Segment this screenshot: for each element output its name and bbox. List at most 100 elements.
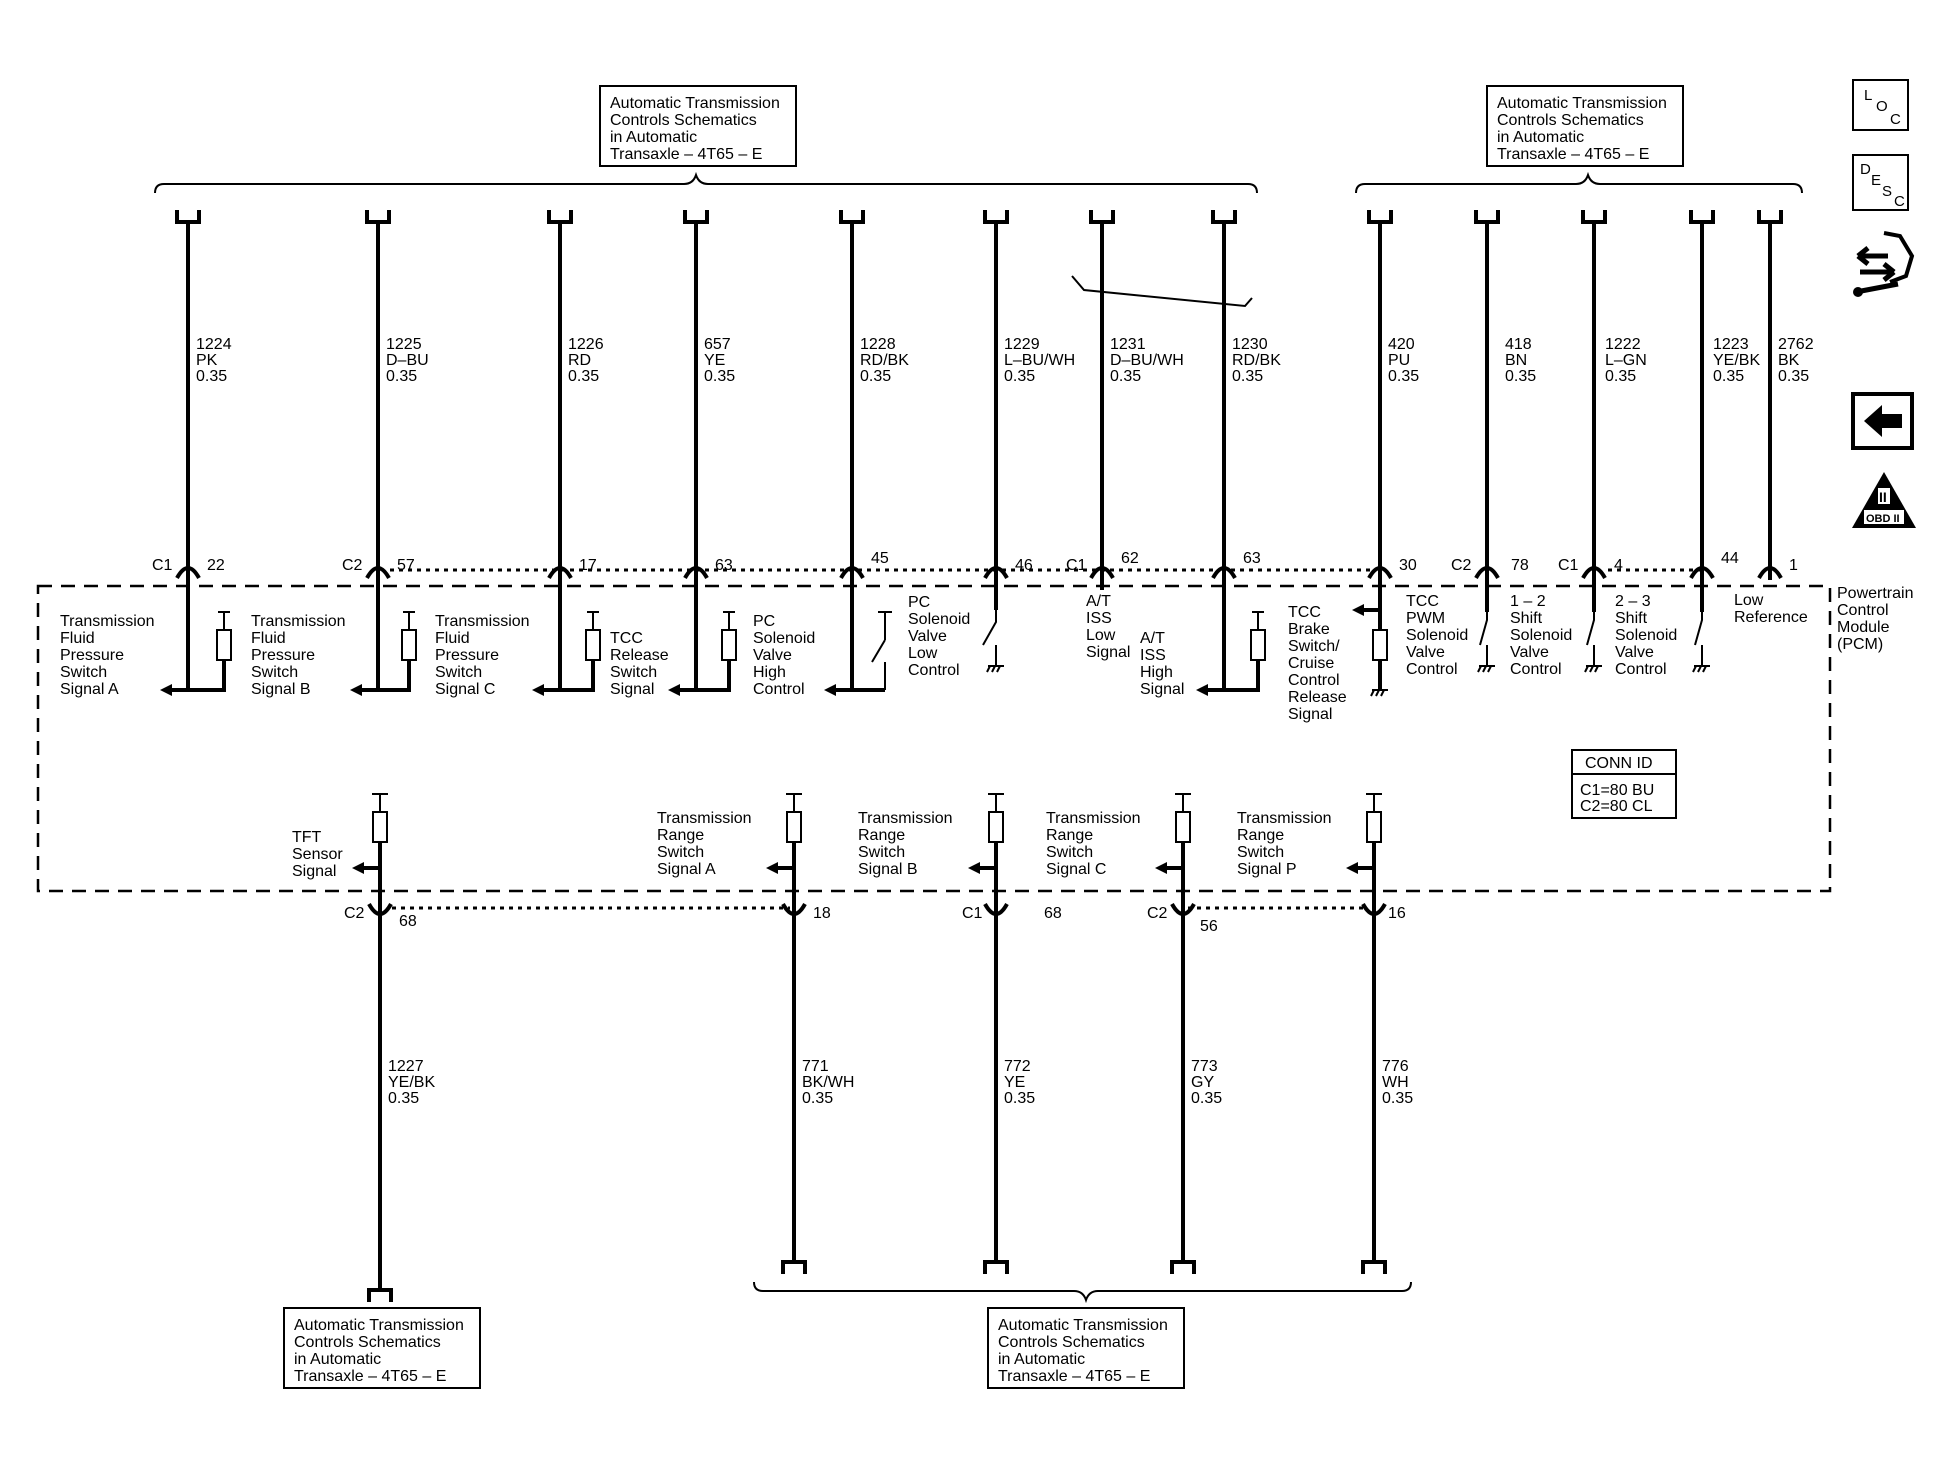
signal-label: Pressure	[251, 647, 315, 664]
wire-color: PK	[196, 352, 218, 369]
signal-label: Range	[1237, 827, 1284, 844]
wire-gauge: 0.35	[1505, 368, 1536, 385]
signal-label: Low	[1734, 592, 1764, 609]
loc-icon[interactable]: L O C	[1852, 79, 1909, 131]
signal-label: Signal	[1086, 644, 1130, 661]
signal-label: Solenoid	[908, 611, 970, 628]
circuit-number: 1226	[568, 336, 604, 353]
signal-label: PWM	[1406, 610, 1445, 627]
signal-label: Switch	[435, 664, 482, 681]
wire-color: L–GN	[1605, 352, 1647, 369]
top-wire[interactable]: 418 BN 0.35 C2 78 TCC PWM Solenoid Valve…	[1406, 210, 1536, 678]
signal-label: High	[1140, 664, 1173, 681]
conn-id-c2: C2=80 CL	[1580, 798, 1653, 815]
obd-ii-icon[interactable]: II OBD II	[1852, 472, 1916, 528]
reference-box-top-right[interactable]: Automatic Transmission Controls Schemati…	[1486, 85, 1684, 167]
top-wire[interactable]: 1230 RD/BK 0.35 63 A/T ISS High Signal	[1140, 210, 1281, 698]
top-wire[interactable]: 1224 PK 0.35 C1 22 Transmission Fluid Pr…	[60, 210, 232, 698]
pin-number: 46	[1015, 557, 1033, 574]
back-arrow-icon[interactable]	[1851, 392, 1914, 450]
signal-label: TCC	[1288, 604, 1321, 621]
signal-label: Solenoid	[753, 630, 815, 647]
pin-number: 44	[1721, 550, 1739, 567]
wire-gauge: 0.35	[1382, 1090, 1413, 1107]
connector-end-view-icon[interactable]	[1853, 231, 1915, 297]
pin-number: 62	[1121, 550, 1139, 567]
circuit-number: 771	[802, 1058, 829, 1075]
signal-label: Transmission	[435, 613, 530, 630]
bottom-wire[interactable]: 16 776 WH 0.35 Transmission Range Switch…	[1237, 793, 1413, 1274]
connector-id: C1	[152, 557, 173, 574]
reference-line: in Automatic	[1497, 129, 1584, 146]
wire-color: L–BU/WH	[1004, 352, 1075, 369]
wire-gauge: 0.35	[386, 368, 417, 385]
top-wire[interactable]: 1222 L–GN 0.35 C1 4 1 – 2 Shift Solenoid…	[1510, 210, 1647, 678]
circuit-number: 1229	[1004, 336, 1040, 353]
signal-label: Valve	[1406, 644, 1445, 661]
signal-label: Solenoid	[1615, 627, 1677, 644]
signal-label: Signal B	[858, 861, 918, 878]
bottom-wire[interactable]: C2 68 1227 YE/BK 0.35 TFT Sensor Signal	[292, 793, 435, 1302]
wire-color: YE	[704, 352, 725, 369]
signal-label: Shift	[1510, 610, 1543, 627]
signal-label: Signal C	[435, 681, 495, 698]
desc-letter: D	[1860, 161, 1871, 178]
signal-label: Switch/	[1288, 638, 1340, 655]
pcm-label-line: Module	[1837, 619, 1890, 636]
pin-number: 4	[1614, 557, 1623, 574]
wire-gauge: 0.35	[568, 368, 599, 385]
top-wire[interactable]: 1231 D–BU/WH 0.35 C1 62 A/T ISS Low Sign…	[1066, 210, 1184, 661]
signal-label: Solenoid	[1510, 627, 1572, 644]
bottom-wire[interactable]: 18 771 BK/WH 0.35 Transmission Range Swi…	[657, 793, 854, 1274]
connector-id: C2	[342, 557, 363, 574]
signal-label: ISS	[1140, 647, 1166, 664]
top-wire[interactable]: 1223 YE/BK 0.35 44 2 – 3 Shift Solenoid …	[1615, 210, 1760, 678]
brace-bottom	[753, 1281, 1412, 1304]
signal-label: Switch	[858, 844, 905, 861]
reference-box-bottom-right[interactable]: Automatic Transmission Controls Schemati…	[987, 1307, 1185, 1389]
reference-line: Controls Schematics	[998, 1334, 1145, 1351]
pin-number: 68	[399, 913, 417, 930]
circuit-number: 657	[704, 336, 731, 353]
circuit-number: 1227	[388, 1058, 424, 1075]
signal-label: Fluid	[251, 630, 286, 647]
top-wire[interactable]: 657 YE 0.35 63 TCC Release Switch Signal	[610, 210, 737, 698]
signal-label: Fluid	[435, 630, 470, 647]
bottom-wire[interactable]: C1 68 772 YE 0.35 Transmission Range Swi…	[858, 793, 1062, 1274]
top-wire[interactable]: 1228 RD/BK 0.35 45 PC Solenoid Valve Hig…	[753, 210, 909, 698]
pin-number: 1	[1789, 557, 1798, 574]
reference-box-top-left[interactable]: Automatic Transmission Controls Schemati…	[599, 85, 797, 167]
signal-arrow-icon	[1352, 604, 1364, 616]
top-wire[interactable]: 1225 D–BU 0.35 C2 57 Transmission Fluid …	[251, 210, 429, 698]
reference-line: Transaxle – 4T65 – E	[294, 1368, 446, 1385]
circuit-number: 1222	[1605, 336, 1641, 353]
signal-label: Signal	[1288, 706, 1332, 723]
signal-label: Fluid	[60, 630, 95, 647]
signal-label: Solenoid	[1406, 627, 1468, 644]
top-wire[interactable]: 420 PU 0.35 30 TCC Brake Switch/ Cruise …	[1288, 210, 1419, 723]
signal-label: Transmission	[60, 613, 155, 630]
signal-label: TCC	[1406, 593, 1439, 610]
wire-color: BN	[1505, 352, 1527, 369]
pcm-module-boundary	[36, 584, 1832, 893]
top-wire[interactable]: 1229 L–BU/WH 0.35 46 PC Solenoid Valve L…	[908, 210, 1075, 679]
signal-arrow-icon	[350, 684, 362, 696]
circuit-number: 773	[1191, 1058, 1218, 1075]
wire-gauge: 0.35	[196, 368, 227, 385]
conn-id-box: CONN ID C1=80 BU C2=80 CL	[1571, 749, 1677, 819]
top-wire[interactable]: 1226 RD 0.35 17 Transmission Fluid Press…	[435, 210, 604, 698]
signal-label: Signal	[292, 863, 336, 880]
pin-number: 16	[1388, 905, 1406, 922]
signal-label: Signal A	[657, 861, 716, 878]
top-wire[interactable]: 2762 BK 0.35 1 Low Reference	[1734, 210, 1814, 626]
wire-color: PU	[1388, 352, 1410, 369]
desc-icon[interactable]: D E S C	[1852, 154, 1909, 211]
circuit-number: 1230	[1232, 336, 1268, 353]
bottom-wire[interactable]: C2 56 773 GY 0.35 Transmission Range Swi…	[1046, 793, 1222, 1274]
signal-label: Switch	[251, 664, 298, 681]
pin-number: 56	[1200, 918, 1218, 935]
reference-line: Automatic Transmission	[294, 1317, 464, 1334]
connector-id: C1	[1558, 557, 1579, 574]
reference-box-bottom-left[interactable]: Automatic Transmission Controls Schemati…	[283, 1307, 481, 1389]
